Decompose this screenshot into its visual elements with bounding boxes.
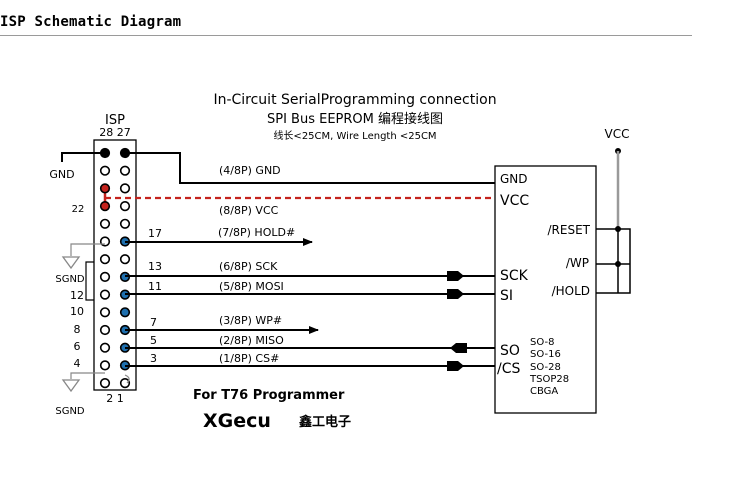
signal-hold: (7/8P) HOLD# xyxy=(218,226,295,239)
signal-sck: (6/8P) SCK xyxy=(219,260,278,273)
arrow-sck xyxy=(447,271,464,281)
wire-length-note: 线长<25CM, Wire Length <25CM xyxy=(273,129,436,142)
isp-pin-r1-c0 xyxy=(99,165,111,176)
isp-label-sgnd-bottom: SGND xyxy=(55,406,85,417)
pin1-loop xyxy=(124,374,130,384)
isp-pin-r6-c1 xyxy=(119,254,131,265)
package-so28: SO-28 xyxy=(530,362,561,373)
isp-connector-body xyxy=(93,139,137,391)
isp-pin-r1-c1 xyxy=(119,165,131,176)
signal-miso: (2/8P) MISO xyxy=(219,334,284,347)
sgnd-top-icon xyxy=(61,256,81,270)
isp-pin-r4-c1 xyxy=(119,218,131,229)
isp-pin-11: 11 xyxy=(148,280,162,293)
isp-pin-13: 13 xyxy=(148,260,162,273)
isp-label-10: 10 xyxy=(70,305,84,318)
chip-pin-si: SI xyxy=(500,288,513,304)
diagram-subheading: SPI Bus EEPROM 编程接线图 xyxy=(267,111,443,127)
isp-label-12: 12 xyxy=(70,289,84,302)
isp-label-22: 22 xyxy=(72,204,85,215)
isp-pin-r9-c1 xyxy=(119,307,131,318)
signal-wp: (3/8P) WP# xyxy=(219,314,282,327)
isp-top-pin-numbers: 28 27 xyxy=(99,126,131,139)
isp-pin-r12-c0 xyxy=(99,360,111,371)
sgnd-bottom-wire xyxy=(70,372,105,379)
package-cbga: CBGA xyxy=(530,386,558,397)
isp-pin-r10-c0 xyxy=(99,324,111,336)
chip-pin-so: SO xyxy=(500,343,520,359)
isp-pin-r13-c0 xyxy=(99,378,111,389)
isp-label: ISP xyxy=(105,113,125,128)
isp-pin-3: 3 xyxy=(150,352,157,365)
sgnd-bottom-icon xyxy=(61,379,81,393)
isp-pin-r6-c0 xyxy=(99,254,111,265)
package-so16: SO-16 xyxy=(530,349,561,360)
title-divider xyxy=(0,35,692,36)
isp-pin-grid xyxy=(99,147,131,389)
isp-gnd-lead xyxy=(61,152,105,162)
programmer-label: For T76 Programmer xyxy=(193,388,345,403)
diagram-heading: In-Circuit SerialProgramming connection xyxy=(213,92,496,108)
sgnd-top-wire xyxy=(70,243,105,256)
isp-pin-r2-c1 xyxy=(119,183,131,194)
isp-label-sgnd-top: SGND xyxy=(55,274,85,285)
isp-pin-r3-c0 xyxy=(99,201,111,212)
chip-pin-gnd: GND xyxy=(500,172,528,186)
chip-pin-wp: /WP xyxy=(566,256,589,270)
isp-pin-r7-c0 xyxy=(99,271,111,283)
page-title: ISP Schematic Diagram xyxy=(0,14,182,30)
isp-pin-r13-c1 xyxy=(119,378,131,389)
eeprom-chip xyxy=(494,165,597,414)
brand-logo-latin: XGecu xyxy=(203,410,271,432)
isp-pin-17: 17 xyxy=(148,227,162,240)
chip-pin-sck: SCK xyxy=(500,268,529,284)
isp-pin-5: 5 xyxy=(150,334,157,347)
signal-cs: (1/8P) CS# xyxy=(219,352,279,365)
arrow-miso xyxy=(450,343,467,353)
isp-pin-r2-c0 xyxy=(99,183,111,194)
signal-gnd: (4/8P) GND xyxy=(219,164,281,177)
sgnd-top-bracket xyxy=(85,261,94,301)
chip-pin-cs: /CS xyxy=(497,361,520,377)
isp-label-4: 4 xyxy=(74,357,81,370)
arrow-cs xyxy=(447,361,464,371)
isp-pin-7: 7 xyxy=(150,316,157,329)
isp-pin-r4-c0 xyxy=(99,218,111,229)
chip-pin-reset: /RESET xyxy=(548,223,591,237)
package-tsop28: TSOP28 xyxy=(529,374,569,385)
package-so8: SO-8 xyxy=(530,337,554,348)
isp-label-gnd: GND xyxy=(49,168,74,181)
junction-reset xyxy=(615,226,621,232)
isp-pin-r9-c0 xyxy=(99,307,111,318)
chip-pin-vcc: VCC xyxy=(500,193,529,209)
brand-logo-cjk: 鑫工电子 xyxy=(298,414,351,430)
signal-mosi: (5/8P) MOSI xyxy=(219,280,284,293)
arrow-mosi xyxy=(447,289,464,299)
isp-label-6: 6 xyxy=(74,340,81,353)
wire-gnd xyxy=(125,152,495,184)
junction-wp xyxy=(615,261,621,267)
isp-pin-r3-c1 xyxy=(119,201,131,212)
vcc-supply-label: VCC xyxy=(605,127,630,141)
isp-pin-r8-c0 xyxy=(99,289,111,300)
chip-pin-hold: /HOLD xyxy=(552,284,590,298)
isp-bottom-pin-numbers: 2 1 xyxy=(106,392,124,405)
signal-vcc: (8/8P) VCC xyxy=(219,204,279,217)
vcc-rail-reset xyxy=(596,228,631,294)
isp-label-8: 8 xyxy=(74,323,81,336)
isp-pin-r11-c0 xyxy=(99,342,111,353)
